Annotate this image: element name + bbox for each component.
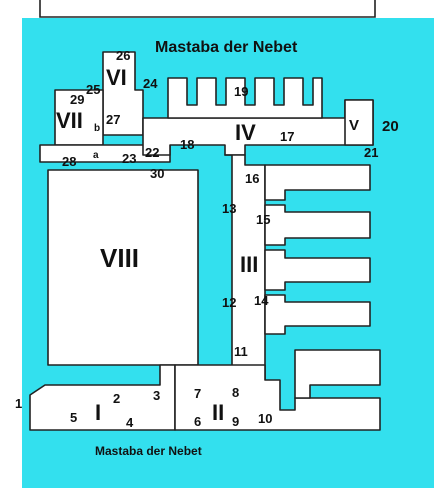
passage-28 (39, 144, 171, 163)
chamber-15 (264, 204, 371, 246)
num-8: 8 (232, 385, 239, 400)
room-label-i: I (95, 400, 101, 425)
num-13: 13 (222, 201, 236, 216)
num-25: 25 (86, 82, 100, 97)
num-10: 10 (258, 411, 272, 426)
num-6: 6 (194, 414, 201, 429)
room-label-vi: VI (106, 65, 127, 90)
num-19: 19 (234, 84, 248, 99)
num-2: 2 (113, 391, 120, 406)
num-7: 7 (194, 386, 201, 401)
chamber-10 (294, 349, 381, 399)
chamber-16 (264, 164, 371, 201)
letter-b: b (94, 123, 100, 134)
num-23: 23 (122, 151, 136, 166)
top-notch (40, 0, 375, 18)
room-i (29, 364, 176, 431)
num-17: 17 (280, 129, 294, 144)
num-24: 24 (143, 76, 158, 91)
num-14: 14 (254, 293, 269, 308)
top-notch-outline (39, 0, 376, 18)
num-12: 12 (222, 295, 236, 310)
room-label-v: V (349, 117, 359, 134)
num-5: 5 (70, 410, 77, 425)
num-22: 22 (145, 145, 159, 160)
room-19 (167, 77, 323, 119)
room-ii (174, 364, 381, 431)
chamber-14a (264, 249, 371, 291)
num-21: 21 (364, 145, 378, 160)
title-bottom: Mastaba der Nebet (95, 444, 202, 458)
room-label-vii: VII (56, 108, 83, 133)
num-28: 28 (62, 154, 76, 169)
num-3: 3 (153, 388, 160, 403)
num-27: 27 (106, 112, 120, 127)
num-1: 1 (15, 396, 22, 411)
num-9: 9 (232, 414, 239, 429)
num-30: 30 (150, 166, 164, 181)
num-11: 11 (234, 344, 248, 359)
num-20: 20 (382, 118, 399, 135)
title-top: Mastaba der Nebet (155, 39, 298, 56)
num-16: 16 (245, 171, 259, 186)
room-viii (47, 169, 199, 366)
num-18: 18 (180, 137, 194, 152)
num-4: 4 (126, 415, 134, 430)
num-15: 15 (256, 212, 270, 227)
room-label-ii: II (212, 400, 224, 425)
chamber-14b (264, 294, 371, 335)
room-label-iii: III (240, 252, 258, 277)
room-v (344, 99, 374, 146)
room-label-viii: VIII (100, 243, 139, 273)
letter-a: a (93, 150, 99, 161)
room-label-iv: IV (235, 120, 256, 145)
num-29: 29 (70, 92, 84, 107)
num-26: 26 (116, 48, 130, 63)
